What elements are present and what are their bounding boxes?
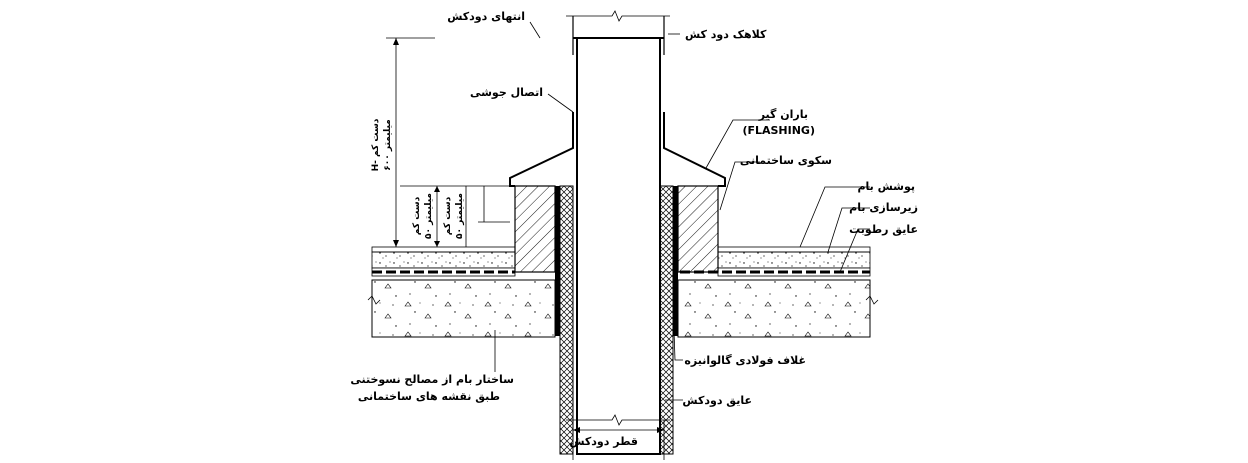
- label-roof-covering: پوشش بام: [857, 180, 915, 193]
- label-flashing-fa: باران گیر: [758, 108, 808, 121]
- height-arrow-top: [393, 38, 399, 45]
- dim-curb2-label: دست کم ۵۰ میلیمتر: [443, 193, 465, 239]
- leader-roof-covering: [799, 186, 870, 248]
- label-roof-structure-line2: طبق نقشه های ساختمانی: [358, 390, 500, 403]
- galvanized-sleeve-left: [555, 186, 560, 336]
- leader-moisture-barrier: [839, 228, 870, 273]
- chimney-insulation-left: [559, 185, 574, 455]
- diameter-arrow-left: [573, 427, 580, 433]
- label-chimney-insulation: عایق دودکش: [682, 394, 752, 407]
- building-curb-right: [677, 185, 719, 273]
- label-chimney-cap: کلاهک دود کش: [685, 28, 767, 41]
- leader-chimney-end: [529, 21, 541, 39]
- label-building-curb: سکوی ساختمانی: [740, 154, 832, 167]
- roof-underlay-left: [371, 251, 516, 269]
- chimney-pipe: [576, 37, 661, 455]
- chimney-bottom-break: [566, 414, 670, 426]
- dim-curb1-label: دست کم ۵۰ میلیمتر: [412, 193, 434, 239]
- label-galvanized-sleeve: غلاف فولادی گالوانیزه: [684, 354, 806, 367]
- dim-curb1-line2: ۵۰ میلیمتر: [424, 193, 434, 239]
- diameter-arrow-right: [657, 427, 664, 433]
- flashing-right: [663, 112, 726, 187]
- curb-dim1-arrow-top: [434, 186, 440, 192]
- label-roof-structure-line1: ساختار بام از مصالح نسوختنی: [350, 373, 514, 386]
- break-mark-right: [865, 295, 879, 305]
- dim-curb2-line2: ۵۰ میلیمتر: [455, 193, 465, 239]
- leader-sleeve: [672, 299, 683, 361]
- roof-covering-right: [717, 246, 871, 253]
- label-weld-joint: اتصال جوشی: [470, 86, 543, 99]
- galvanized-sleeve-right: [673, 186, 678, 336]
- flashing-left: [509, 112, 574, 187]
- break-mark-left: [367, 295, 381, 305]
- leader-weld-joint: [547, 93, 574, 113]
- roof-slab-left: [371, 279, 556, 338]
- label-chimney-end: انتهای دودکش: [447, 10, 525, 23]
- leader-curb: [719, 161, 760, 211]
- dim-main-line1: H- دست کم: [371, 118, 381, 171]
- roof-assembly-left: [371, 246, 556, 338]
- height-arrow-bottom: [393, 240, 399, 247]
- dim-main-label: H- دست کم ۶۰۰ میلیمتر: [371, 118, 393, 171]
- label-chimney-diameter: قطر دودکش: [569, 435, 638, 448]
- dim-main-line2: ۶۰۰ میلیمتر: [383, 119, 393, 171]
- leader-roof-underlay: [827, 207, 870, 253]
- leader-flashing: [705, 119, 770, 169]
- dim-curb1-line1: دست کم: [412, 196, 422, 235]
- dim-curb2-line1: دست کم: [443, 196, 453, 235]
- chimney-insulation-right: [659, 185, 674, 455]
- label-flashing-en: (FLASHING): [742, 124, 815, 137]
- label-roof-underlay: زیرسازی بام: [849, 201, 918, 214]
- roof-slab-right: [677, 279, 871, 338]
- roof-covering-left: [371, 246, 516, 253]
- chimney-top-break: [566, 10, 670, 22]
- curb-dim1-arrow-bottom: [434, 241, 440, 247]
- building-curb-left: [514, 185, 556, 273]
- label-moisture-barrier: عایق رطوبت: [849, 223, 918, 236]
